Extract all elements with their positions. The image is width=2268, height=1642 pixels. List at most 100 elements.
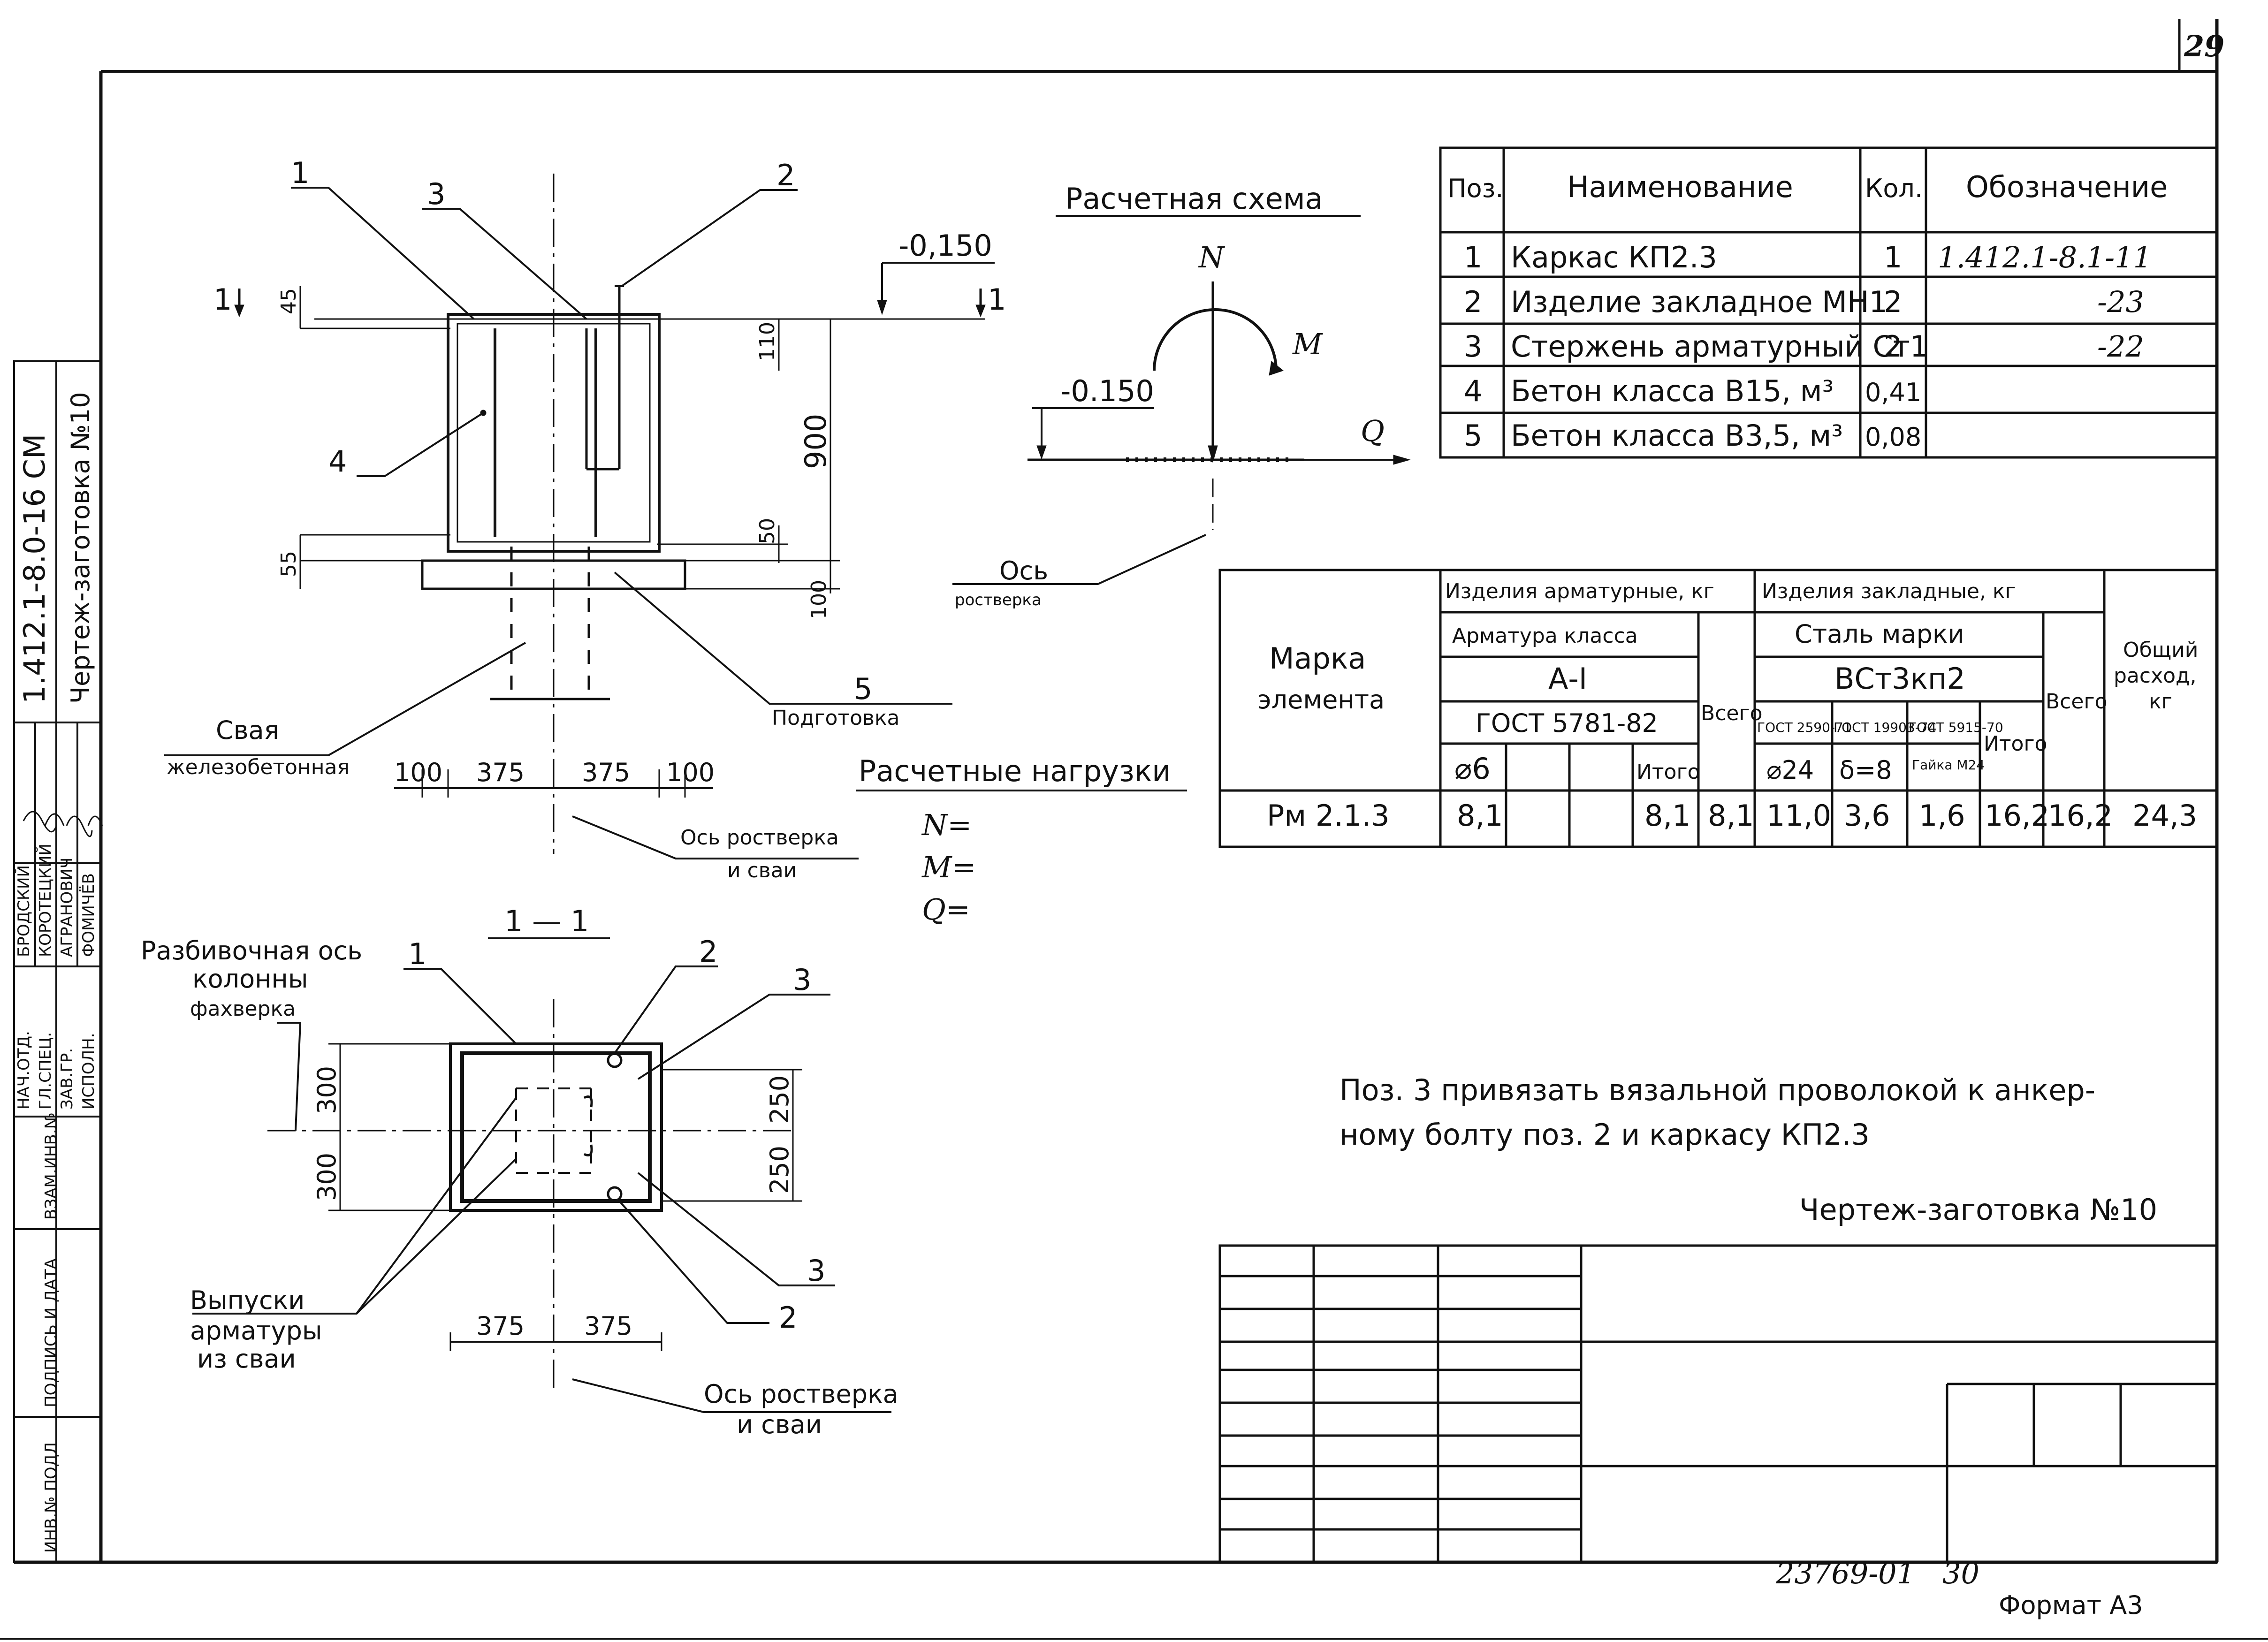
sec-leader-1: 1 xyxy=(408,937,426,971)
mt-itogo-1: Итого xyxy=(1636,760,1700,784)
load-N: N= xyxy=(921,808,972,842)
elev-leader-3: 3 xyxy=(427,177,445,211)
mt-gost-2: ГОСТ 19903-74 xyxy=(1834,720,1936,735)
mt-gost-1: ГОСТ 2590-71 xyxy=(1757,720,1852,735)
mt-vsego-1: Всего xyxy=(1701,701,1762,725)
spec-r5-qty: 0,08 xyxy=(1865,422,1921,452)
stamp-field-sign: ПОДПИСЬ И ДАТА xyxy=(42,1258,61,1407)
mt-embed-group: Изделия закладные, кг xyxy=(1762,579,2016,603)
prep-number: 5 xyxy=(854,672,872,706)
calc-N: N xyxy=(1198,240,1225,274)
spec-r2-name: Изделие закладное МН1 xyxy=(1511,285,1887,319)
mt-steel-mark: Сталь марки xyxy=(1795,619,1964,649)
mt-steel-value: ВСт3кп2 xyxy=(1834,661,1965,696)
rebar-label-1: Выпуски xyxy=(190,1285,304,1315)
mt-itogo-2: Итого xyxy=(1984,732,2047,756)
stamp-role-1: НАЧ.ОТД. xyxy=(15,1031,33,1110)
dim-375-left: 375 xyxy=(476,758,525,787)
title-block xyxy=(1218,1244,2218,1564)
section-view xyxy=(192,965,891,1413)
elev-leader-2: 2 xyxy=(776,158,795,192)
dim-100-left: 100 xyxy=(394,758,442,787)
mt-row-total: 24,3 xyxy=(2132,798,2197,833)
dim-45: 45 xyxy=(277,288,301,314)
sec-axis-1: Ось ростверка xyxy=(704,1379,898,1409)
mt-row-vsego1: 8,1 xyxy=(1708,798,1754,833)
elev-leader-4: 4 xyxy=(328,444,347,479)
doc-code: 1.412.1-8.0-16 СМ xyxy=(17,434,52,704)
axis-col-1: Разбивочная ось xyxy=(141,936,362,965)
spec-r5-name: Бетон класса В3,5, м³ xyxy=(1511,418,1843,453)
mt-row-d8: 3,6 xyxy=(1844,798,1890,833)
stamp-name-1: БРОДСКИЙ xyxy=(14,865,33,957)
rebar-label-3: из сваи xyxy=(197,1344,296,1374)
stamp-name-3: АГРАНОВИЧ xyxy=(58,858,76,957)
side-drawing-title: Чертеж-заготовка №10 xyxy=(66,392,95,704)
calc-title: Расчетная схема xyxy=(1065,182,1323,216)
spec-r3-pos: 3 xyxy=(1464,329,1482,364)
load-Q: Q= xyxy=(922,892,970,927)
sec-dim-bottom-left: 375 xyxy=(476,1311,525,1341)
note-line-2: ному болту поз. 2 и каркасу КП2.3 xyxy=(1339,1117,1870,1152)
mass-table xyxy=(1218,569,2218,848)
section-title: 1 — 1 xyxy=(504,904,589,938)
section-mark-left: 1 xyxy=(213,282,232,317)
mt-nut: Гайка М24 xyxy=(1912,757,1985,773)
spec-r4-name: Бетон класса В15, м³ xyxy=(1511,374,1834,408)
dim-55: 55 xyxy=(277,551,301,577)
mt-gost-3: ГОСТ 5915-70 xyxy=(1909,720,2003,735)
sec-leader-2-bottom: 2 xyxy=(779,1300,797,1335)
section-mark-right: 1 xyxy=(988,282,1006,317)
spec-r2-qty: 2 xyxy=(1884,285,1902,319)
inventory-number: 23769-01 xyxy=(1775,1556,1915,1590)
dim-375-right: 375 xyxy=(582,758,630,787)
sec-dim-bottom-right: 375 xyxy=(584,1311,632,1341)
spec-r2-pos: 2 xyxy=(1464,285,1482,319)
calc-M: M xyxy=(1292,327,1323,361)
spec-r2-code: -23 xyxy=(2097,285,2144,319)
sec-axis-2: и сваи xyxy=(737,1410,822,1439)
sec-leader-2-top: 2 xyxy=(699,935,717,969)
spec-r1-name: Каркас КП2.3 xyxy=(1511,240,1717,274)
stamp-name-2: КОРОТЕЦКИЙ xyxy=(36,844,55,957)
mt-row-vsego2: 16,2 xyxy=(2048,798,2113,833)
spec-h-code: Обозначение xyxy=(1966,170,2168,204)
sec-leader-3-top: 3 xyxy=(793,963,811,997)
stamp-field-replace: ВЗАМ.ИНВ.№ xyxy=(42,1112,61,1220)
signature-marks xyxy=(23,811,103,837)
mt-mark-1: Марка xyxy=(1269,641,1366,676)
mt-total-1: Общий xyxy=(2123,638,2198,662)
sec-dim-right-top: 250 xyxy=(765,1075,794,1124)
note-line-1: Поз. 3 привязать вязальной проволокой к … xyxy=(1339,1073,2095,1107)
elevation-view xyxy=(164,174,995,859)
spec-r1-qty: 1 xyxy=(1884,240,1902,274)
pile-label-1: Свая xyxy=(216,715,279,745)
spec-table xyxy=(1439,146,2218,459)
spec-r1-code: 1.412.1-8.1-11 xyxy=(1938,240,2152,274)
elev-axis-1: Ось ростверка xyxy=(680,826,839,850)
axis-col-3: фахверка xyxy=(190,997,296,1021)
pile-label-2: железобетонная xyxy=(167,755,350,779)
mt-row-mark: Рм 2.1.3 xyxy=(1267,798,1390,833)
stamp-role-3: ЗАВ.ГР. xyxy=(58,1048,76,1110)
mt-row-d6: 8,1 xyxy=(1457,798,1503,833)
spec-r5-pos: 5 xyxy=(1464,418,1482,453)
calc-level: -0.150 xyxy=(1060,374,1154,408)
side-stamp xyxy=(13,360,102,1563)
spec-r3-code: -22 xyxy=(2097,329,2144,364)
drawing-title: Чертеж-заготовка №10 xyxy=(1799,1193,2157,1227)
spec-r3-qty: 2 xyxy=(1884,329,1902,364)
sec-dim-left-top: 300 xyxy=(312,1066,342,1114)
elev-axis-2: и сваи xyxy=(727,859,797,882)
dim-100-v: 100 xyxy=(807,580,831,619)
spec-h-name: Наименование xyxy=(1567,170,1793,204)
dim-110: 110 xyxy=(755,322,779,361)
stamp-role-4: ИСПОЛН. xyxy=(79,1033,98,1110)
mt-rebar-group: Изделия арматурные, кг xyxy=(1445,579,1714,603)
mt-d8: δ=8 xyxy=(1839,755,1892,785)
spec-r3-name: Стержень арматурный Ст1 xyxy=(1511,329,1928,364)
mt-row-nut: 1,6 xyxy=(1919,798,1965,833)
spec-h-qty: Кол. xyxy=(1865,174,1923,203)
dim-900: 900 xyxy=(799,414,833,469)
